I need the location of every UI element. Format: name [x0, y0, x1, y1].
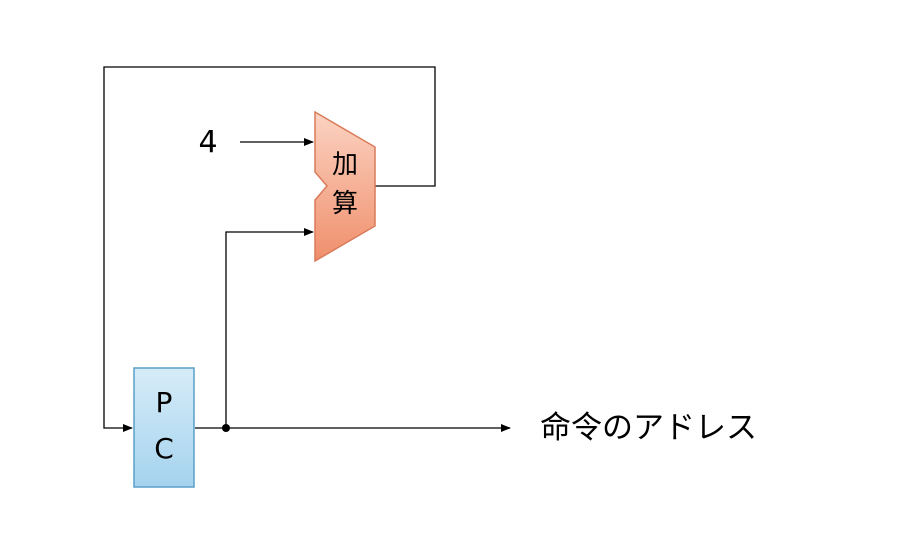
pc-to-adder-wire: [225, 228, 314, 428]
adder-block: [314, 110, 376, 263]
pc-label-top: P: [156, 386, 173, 419]
constant-four-label: 4: [198, 125, 217, 160]
adder-label-bottom: 算: [332, 189, 358, 219]
adder-label-top: 加: [332, 150, 358, 180]
junction-dot: [222, 424, 230, 432]
pc-register: [133, 367, 195, 488]
instruction-address-label: 命令のアドレス: [540, 410, 757, 446]
feedback-wire: [103, 66, 436, 432]
pc-label-bottom: C: [154, 432, 174, 465]
